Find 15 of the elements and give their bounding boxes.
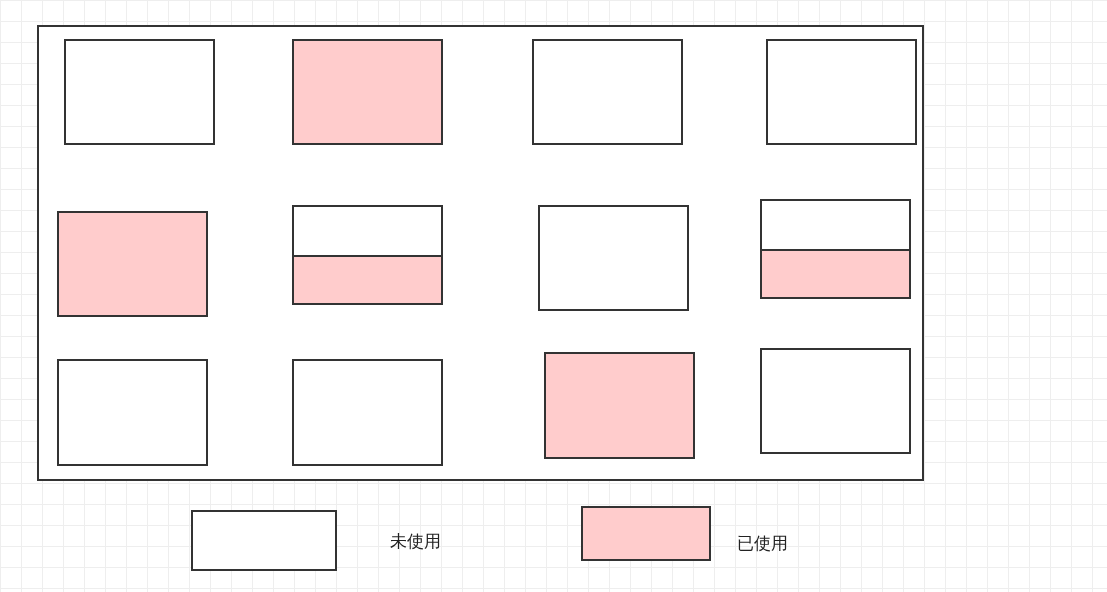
used-block [544,352,695,459]
legend-label: 未使用 [390,530,441,553]
free-block [57,359,208,466]
used-block [292,39,443,145]
legend-label: 已使用 [737,532,788,555]
partly-used-block [760,199,911,299]
used-block [57,211,208,317]
free-block [766,39,917,145]
free-block [760,348,911,454]
free-block [292,359,443,466]
partly-used-block [292,205,443,305]
free-block [532,39,683,145]
free-block [538,205,689,311]
free-block [64,39,215,145]
memory-container [37,25,924,481]
